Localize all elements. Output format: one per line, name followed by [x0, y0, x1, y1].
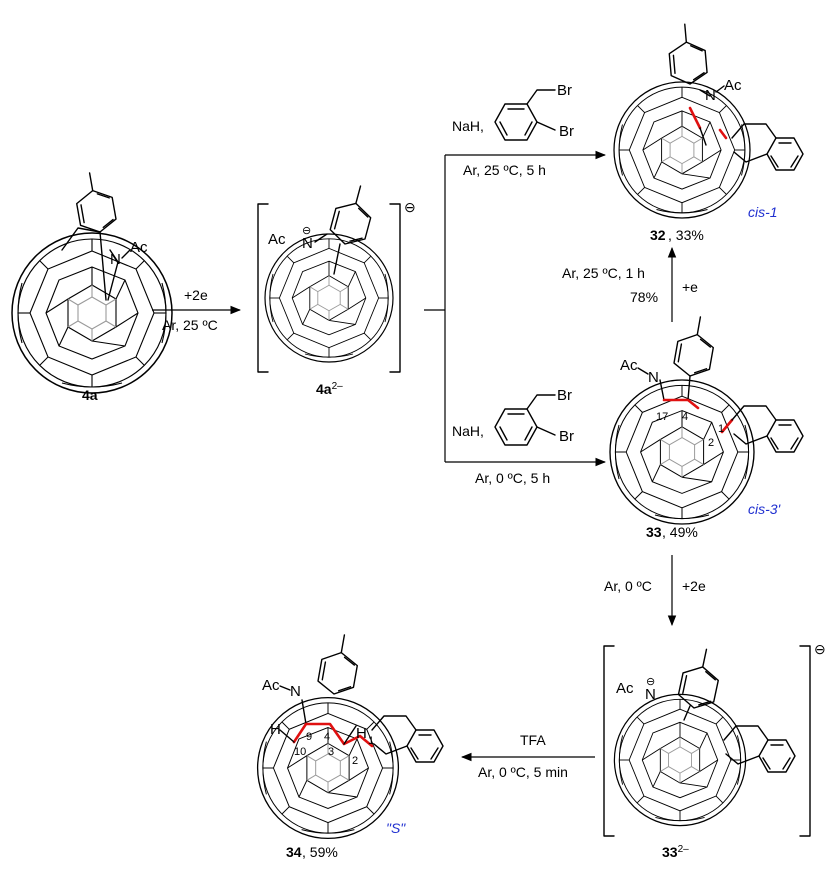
ac-group-label: Ac: [724, 77, 742, 94]
compound-label-32: 32: [650, 227, 666, 243]
compound-33-dianion: ⊖ N ⊖ Ac 332–: [603, 641, 826, 861]
r5-left: Ar, 0 ºC: [604, 578, 652, 594]
atom-number-2: 2: [708, 437, 714, 449]
atom-number-1: 1: [718, 423, 724, 435]
n-charge-label: ⊖: [646, 676, 655, 688]
n-atom-label: N: [705, 87, 716, 104]
ac-group-label: Ac: [262, 677, 280, 694]
n-atom-label: N: [648, 369, 659, 386]
h-atom-label-right: H: [356, 725, 367, 742]
compound-label-33: 33: [646, 524, 662, 540]
dibromoxylene-structure: Br Br: [494, 387, 574, 446]
atom-number-10: 10: [294, 746, 306, 758]
ac-group-label: Ac: [616, 680, 634, 697]
compound-yield-34: , 59%: [302, 844, 338, 860]
atom-number-4: 4: [324, 731, 330, 743]
r4-left2: 78%: [630, 289, 658, 305]
r5-right: +2e: [682, 578, 706, 594]
n-atom-label: N: [110, 251, 121, 268]
reaction-arrow-r2: NaH, Br Br Ar, 25 ºC, 5 h: [445, 82, 607, 178]
br-label-2: Br: [559, 123, 574, 140]
compound-label-4a: 4a: [82, 387, 98, 403]
atom-number-1: 1: [368, 735, 374, 747]
r4-right: +e: [682, 279, 698, 295]
reaction-arrow-r5: Ar, 0 ºC +2e: [604, 555, 706, 627]
atom-number-17: 17: [656, 411, 668, 423]
r6-above: TFA: [520, 732, 546, 748]
compound-34: N Ac H H 9 4 10 3 1 2 34 , 59% "S": [256, 631, 444, 860]
outer-charge-label: ⊖: [814, 641, 826, 657]
atom-number-2: 2: [352, 755, 358, 767]
compound-label-34: 34: [286, 844, 302, 860]
ac-group-label: Ac: [130, 239, 148, 256]
compound-yield-32: , 33%: [668, 227, 704, 243]
r2-below: Ar, 25 ºC, 5 h: [463, 162, 546, 178]
atom-number-4: 4: [682, 411, 688, 423]
compound-4a: N Ac 4a: [11, 169, 173, 403]
r1-above: +2e: [184, 287, 208, 303]
ac-group-label: Ac: [268, 231, 286, 248]
atom-number-9: 9: [306, 731, 312, 743]
br-label-2: Br: [559, 428, 574, 445]
reaction-arrow-r4: Ar, 25 ºC, 1 h 78% +e: [562, 246, 698, 322]
r4-left1: Ar, 25 ºC, 1 h: [562, 265, 645, 281]
atom-number-3: 3: [328, 746, 334, 758]
h-atom-label-left: H: [270, 721, 281, 738]
r3-below: Ar, 0 ºC, 5 h: [475, 470, 550, 486]
compound-label-4a2: 4a2–: [316, 381, 343, 398]
reaction-arrow-r6: TFA Ar, 0 ºC, 5 min: [460, 732, 595, 780]
reaction-arrow-r1: +2e Ar, 25 ºC: [152, 287, 242, 333]
br-label-1: Br: [557, 387, 572, 404]
ac-group-label: Ac: [620, 357, 638, 374]
reaction-arrow-r3: NaH, Br Br Ar, 0 ºC, 5 h: [445, 387, 607, 486]
r6-below: Ar, 0 ºC, 5 min: [478, 764, 568, 780]
n-atom-label: N: [302, 235, 313, 252]
compound-32: N Ac 32 , 33% cis-1: [613, 21, 804, 243]
dibromoxylene-structure: Br Br: [494, 82, 574, 141]
outer-charge-label: ⊖: [404, 199, 416, 215]
compound-label-332: 332–: [662, 844, 689, 861]
compound-4a-dianion: ⊖ N ⊖ Ac 4a2–: [257, 180, 416, 398]
r3-reagent: NaH,: [452, 423, 484, 439]
stereo-tag-32: cis-1: [748, 204, 778, 220]
r1-below: Ar, 25 ºC: [162, 317, 218, 333]
br-label-1: Br: [557, 82, 572, 99]
n-atom-label: N: [645, 686, 656, 703]
n-charge-label: ⊖: [302, 225, 311, 237]
compound-33: N Ac 17 4 1 2 33 , 49% cis-3': [609, 313, 804, 540]
stereo-tag-34: "S": [386, 820, 406, 836]
n-atom-label: N: [290, 683, 301, 700]
r2-reagent: NaH,: [452, 118, 484, 134]
compound-yield-33: , 49%: [662, 524, 698, 540]
stereo-tag-33: cis-3': [748, 501, 782, 517]
branch-lines: [424, 155, 446, 462]
